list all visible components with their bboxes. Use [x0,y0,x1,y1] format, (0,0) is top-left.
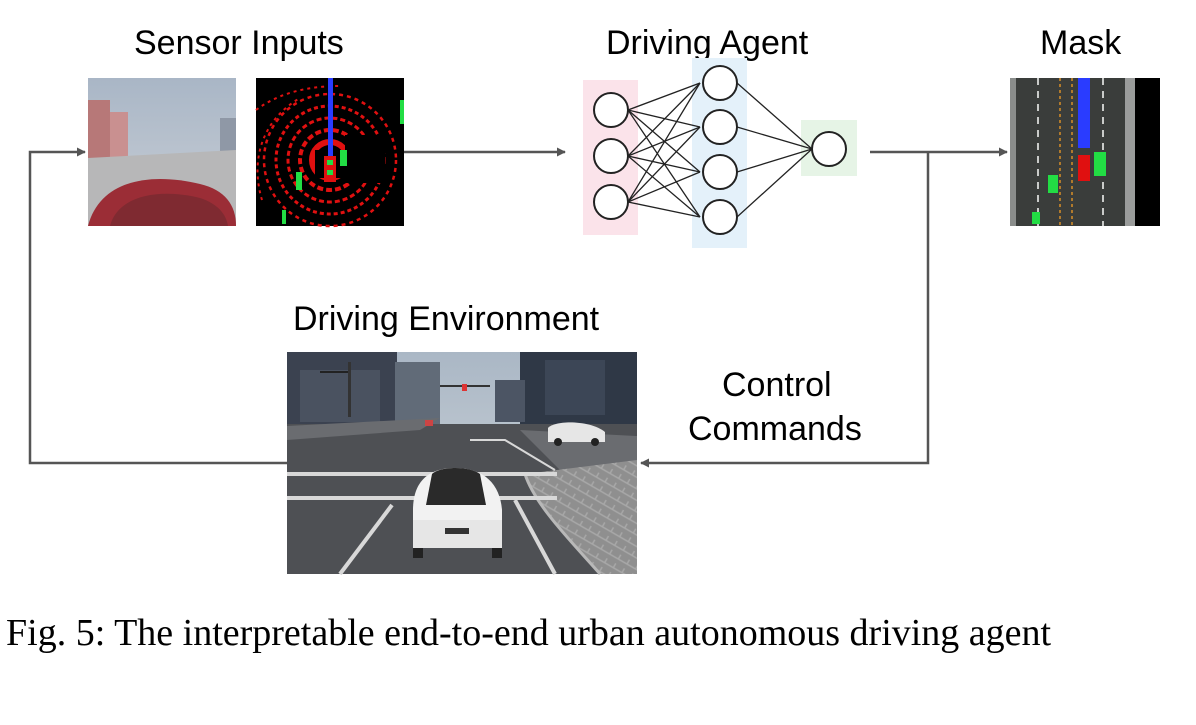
neural-network [583,58,857,248]
hidden-neuron [702,154,738,190]
hidden-neuron [702,109,738,145]
output-neuron [811,131,847,167]
arrow-environment-to-sensors [28,147,287,465]
input-neuron [593,184,629,220]
figure-caption: Fig. 5: The interpretable end-to-end urb… [6,612,1052,654]
input-neuron [593,138,629,174]
lidar-image [255,78,404,228]
input-neuron [593,92,629,128]
arrow-agent-to-environment [640,152,930,468]
diagram-canvas [28,58,1160,576]
driving-environment-label: Driving Environment [293,300,600,338]
control-commands-label-line1: Control [722,366,832,404]
driving-agent-label: Driving Agent [606,24,809,62]
mask-label: Mask [1040,24,1122,62]
sensor-inputs-label: Sensor Inputs [134,24,344,62]
mask-image [1010,78,1160,226]
flow-arrows [28,147,1008,468]
control-commands-label-line2: Commands [688,410,862,448]
hidden-neuron [702,199,738,235]
camera-image [88,78,236,226]
driving-environment-image [287,352,637,576]
hidden-neuron [702,65,738,101]
